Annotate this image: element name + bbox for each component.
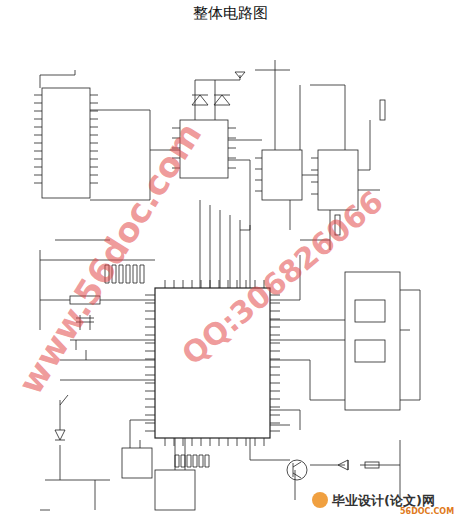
resistor-symbol: [365, 462, 379, 468]
wire: [40, 70, 75, 88]
logo-icon: [312, 492, 328, 508]
ic-body: [355, 340, 385, 362]
led-symbol: [214, 95, 230, 105]
wire: [250, 438, 400, 500]
ic-body: [122, 448, 152, 478]
led-symbol: [192, 95, 208, 105]
watermark: QQ:306826066: [175, 184, 390, 372]
ic-body: [355, 300, 385, 322]
ic-body: [155, 470, 195, 510]
wire: [45, 400, 110, 510]
wire: [302, 120, 380, 190]
transistor-symbol: [287, 460, 307, 480]
transistor-symbol: [293, 462, 301, 478]
diagram-title: 整体电路图: [193, 4, 268, 23]
wire: [255, 60, 345, 150]
ic-body: [42, 88, 90, 198]
resistor-symbol: [380, 100, 385, 120]
logo-mark: [312, 492, 328, 508]
switch-symbol: [60, 395, 68, 405]
wire: [228, 140, 262, 230]
bus-wire: [200, 200, 250, 288]
wire: [400, 290, 420, 400]
diode-symbol: [338, 460, 348, 470]
wire: [270, 410, 300, 430]
ic-body: [262, 150, 302, 200]
logo-url: 56DOC.COM: [400, 507, 454, 516]
wire: [130, 420, 185, 470]
ic-body: [345, 272, 400, 410]
led-symbol: [55, 430, 65, 440]
